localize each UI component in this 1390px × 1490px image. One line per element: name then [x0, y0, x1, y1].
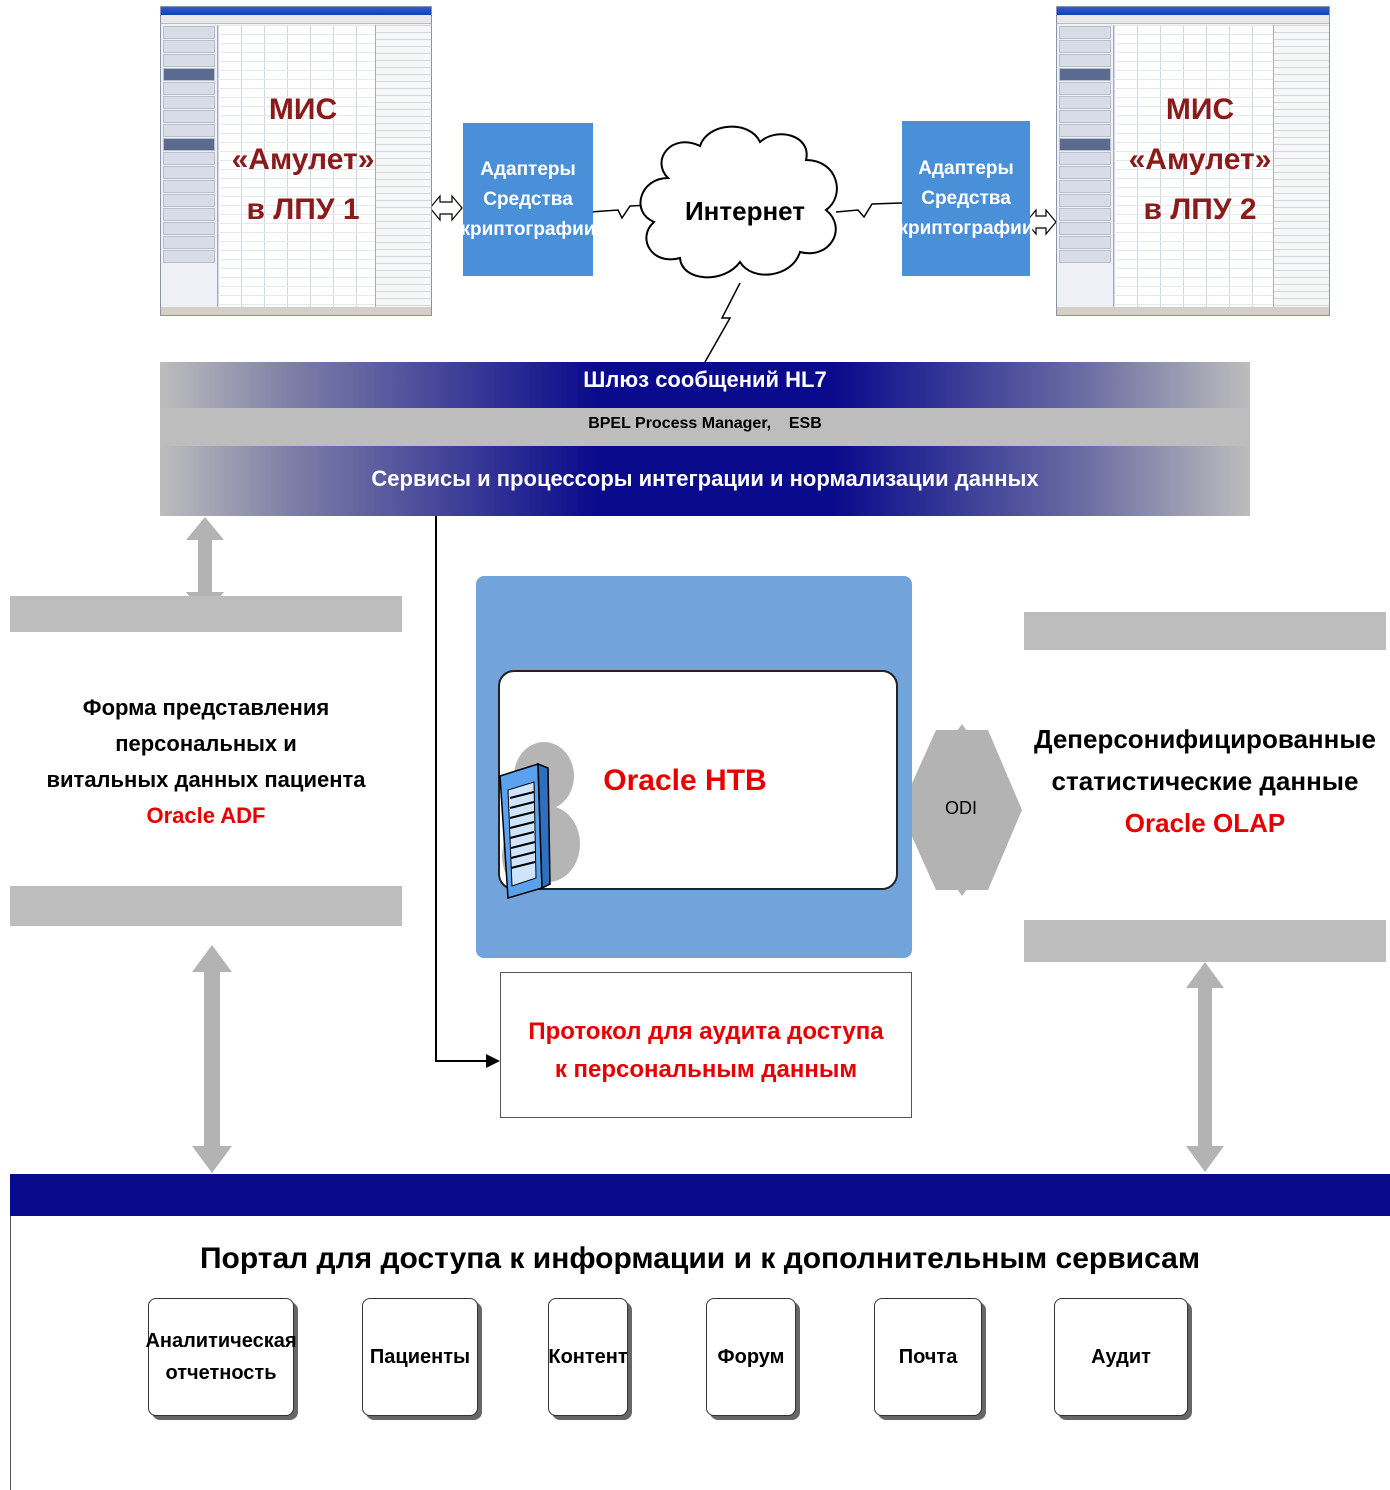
portal-button-forum[interactable]: Форум	[706, 1298, 796, 1416]
mis-screenshot-lpu1	[160, 6, 432, 316]
link-internet-gateway	[704, 282, 741, 363]
arrow-form-portal	[192, 945, 232, 1173]
internet-label: Интернет	[684, 196, 806, 226]
gateway-subtitle: BPEL Process Manager, ESB	[588, 415, 822, 432]
odi-label: ODI	[944, 798, 977, 818]
audit-protocol-box: Протокол для аудита доступа к персональн…	[500, 972, 912, 1118]
portal-left-border	[10, 1216, 11, 1490]
link-adapter1-internet	[589, 204, 651, 220]
arrow-gateway-form	[186, 517, 224, 615]
patient-form-box: Форма представления персональных и витал…	[10, 632, 402, 886]
link-gateway-audit	[435, 515, 488, 1062]
portal-button-mail[interactable]: Почта	[874, 1298, 982, 1416]
services-label: Сервисы и процессоры интеграции и нормал…	[371, 466, 1039, 491]
portal-header-bar	[10, 1174, 1390, 1216]
olap-box: Деперсонифицированные статистические дан…	[1024, 650, 1386, 920]
services-band	[160, 446, 1250, 516]
arrow-olap-portal	[1186, 962, 1224, 1172]
arrow-mis1-adapter	[429, 194, 463, 222]
gateway-title: Шлюз сообщений HL7	[583, 367, 827, 392]
internet-cloud	[639, 125, 838, 279]
gateway-band	[160, 362, 1250, 408]
gateway-grey-band	[160, 408, 1250, 446]
portal-button-patients[interactable]: Пациенты	[362, 1298, 478, 1416]
mis-sidebar	[1057, 25, 1114, 307]
mis-screenshot-lpu2	[1056, 6, 1330, 316]
portal-button-audit[interactable]: Аудит	[1054, 1298, 1188, 1416]
mis-label-lpu1: МИС«Амулет»в ЛПУ 1	[231, 93, 375, 226]
server-icon	[499, 742, 580, 899]
portal-button-content[interactable]: Контент	[548, 1298, 628, 1416]
mis-label-lpu2: МИС«Амулет»в ЛПУ 2	[1128, 93, 1272, 226]
htb-label: Oracle HTB	[603, 764, 767, 797]
portal-title: Портал для доступа к информации и к допо…	[199, 1242, 1201, 1275]
arrow-head-audit	[486, 1054, 500, 1068]
link-internet-adapter2	[835, 202, 903, 219]
mis-sidebar	[161, 25, 218, 307]
